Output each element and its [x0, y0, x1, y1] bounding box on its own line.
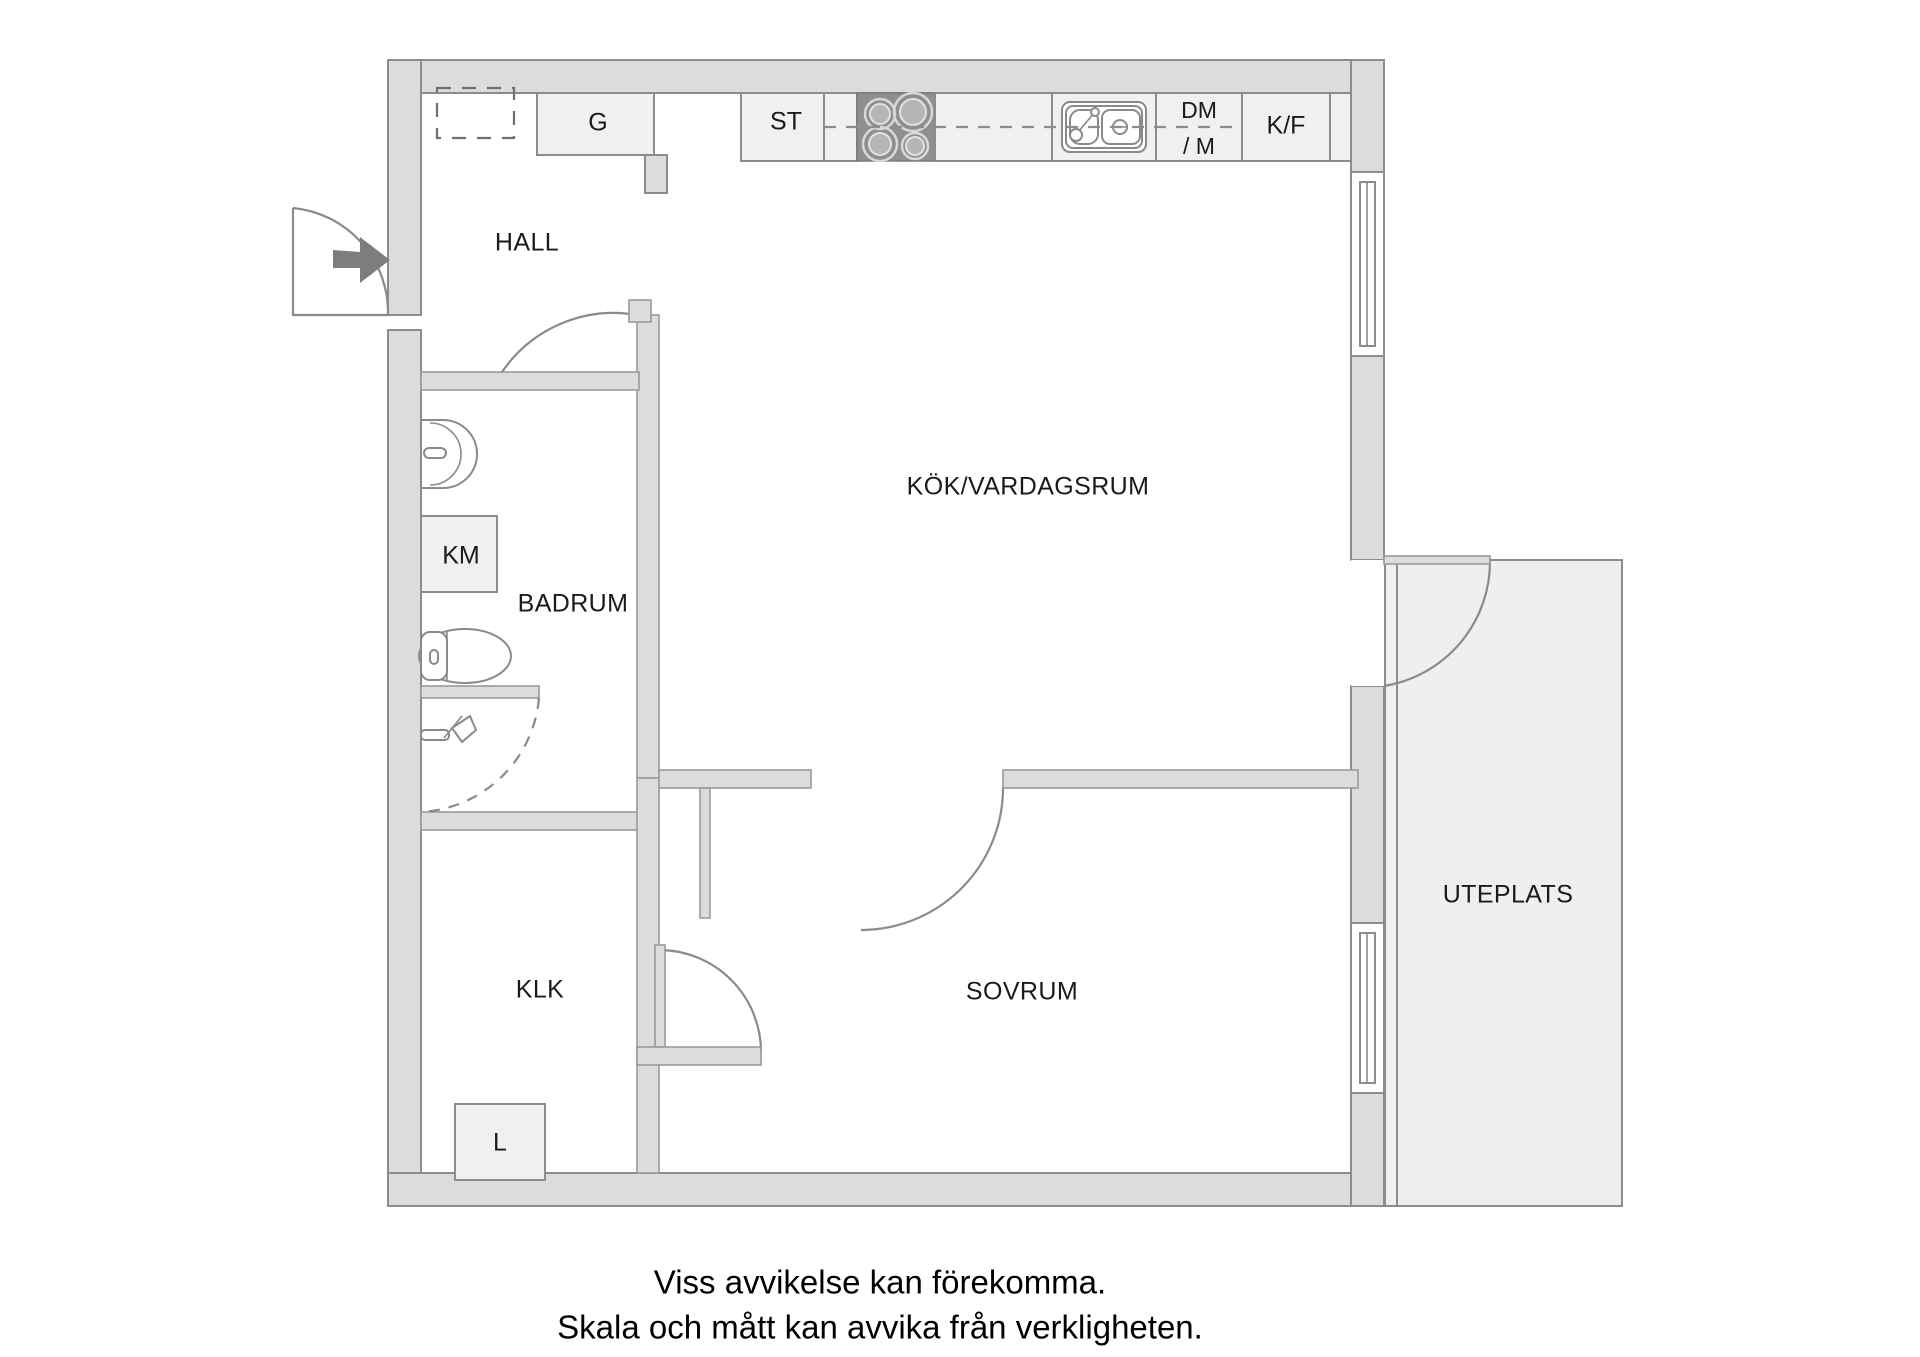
toilet-flush-button	[429, 649, 439, 665]
burner-rear-right	[892, 91, 934, 133]
wall-klk-bottom-stub	[636, 1046, 762, 1066]
burner-rear-right-inner	[899, 98, 927, 126]
door-klk[interactable]	[636, 944, 763, 1066]
bathroom-shower-partition	[420, 685, 540, 699]
wall-top	[387, 59, 1385, 94]
wall-bathroom-klk-divider	[420, 811, 640, 831]
basin-faucet	[423, 447, 447, 459]
klk-door-leaf	[654, 944, 666, 1048]
shower-door-swing-arc	[420, 697, 541, 814]
fixture-label-drying: L	[493, 1129, 507, 1157]
fixture-label-cleaning: ST	[770, 108, 802, 136]
patio-slab	[1384, 559, 1623, 1207]
bathroom-fixtures	[418, 419, 512, 744]
sink-icon	[1061, 101, 1147, 153]
patio-door-opening	[1351, 560, 1384, 686]
patio-door-swing-arc	[1383, 558, 1492, 688]
kitchen-counter-run	[536, 91, 1352, 194]
wall-bottom	[387, 1172, 1385, 1207]
hall-living-door-arc	[501, 311, 638, 373]
basin-rim	[429, 422, 462, 486]
wall-hall-stub	[644, 154, 668, 194]
burner-front-right-inner	[905, 136, 925, 156]
cabinet-cleaning-ST	[740, 92, 825, 162]
fixture-label-microwave: / M	[1183, 133, 1215, 159]
room-label-bedroom: SOVRUM	[966, 978, 1078, 1006]
bedroom-door-swing-arc	[860, 787, 1005, 932]
washbasin-icon	[420, 419, 478, 489]
fixture-label-dishwasher: DM	[1181, 97, 1217, 123]
fixture-label-washing-machine: KM	[442, 542, 480, 570]
patio-area	[1384, 559, 1623, 1207]
entry-arrow-icon	[333, 237, 390, 283]
burner-rear-left-inner	[869, 103, 891, 125]
cabinet-drying-L	[454, 1103, 546, 1181]
caption-line-1: Viss avvikelse kan förekomma.	[654, 1264, 1106, 1301]
appliance-washing-machine-KM	[420, 515, 498, 593]
interior-walls	[420, 314, 1359, 1174]
klk-door-swing-arc	[658, 948, 763, 1053]
counter-between-stove-sink	[934, 92, 1053, 162]
door-hall-living[interactable]	[501, 299, 652, 373]
shower-door[interactable]	[420, 697, 541, 814]
basin-bowl	[420, 419, 478, 489]
wall-left-upper	[387, 59, 422, 316]
wall-shower-top	[420, 685, 540, 699]
toilet-icon	[418, 628, 512, 684]
wall-bedroom-door-jamb	[699, 787, 711, 919]
shower-mixer-bar	[420, 729, 450, 741]
window-living-room	[1350, 171, 1385, 357]
fixture-label-wardrobe: G	[588, 109, 607, 137]
room-label-kitchen-living: KÖK/VARDAGSRUM	[907, 473, 1150, 501]
caption-line-2: Skala och mått kan avvika från verklighe…	[557, 1309, 1203, 1346]
room-label-bathroom: BADRUM	[518, 590, 629, 618]
room-label-hall: HALL	[495, 229, 559, 257]
patio-door[interactable]	[1351, 555, 1492, 688]
sink-faucet-base	[1069, 128, 1083, 142]
door-bedroom[interactable]	[860, 787, 1005, 932]
shower-head	[450, 714, 478, 744]
patio-door-leaf	[1383, 555, 1491, 565]
hall-living-door-jamb	[628, 299, 652, 323]
wall-bedroom-top-right	[1002, 769, 1359, 789]
wall-left-lower	[387, 329, 422, 1207]
entry-door[interactable]	[291, 206, 390, 317]
fixture-label-fridge-freezer: K/F	[1267, 112, 1306, 140]
room-label-klk: KLK	[516, 976, 564, 1004]
wall-bathroom-top	[420, 371, 640, 391]
hall-dashed-shelf	[435, 86, 516, 140]
window-bedroom	[1350, 922, 1385, 1094]
burner-front-left-inner	[868, 132, 892, 156]
wall-bedroom-top-left	[658, 769, 812, 789]
shower-icon	[420, 714, 478, 744]
wall-hall-bath-vertical	[636, 314, 660, 779]
cabinet-fridge-freezer	[1241, 92, 1331, 162]
entry-door-threshold	[291, 208, 388, 317]
burner-front-right	[900, 131, 930, 161]
counter-right-stub	[1329, 92, 1352, 162]
patio-edge-left	[1384, 559, 1398, 1207]
sink-faucet-head	[1090, 107, 1100, 117]
room-label-patio: UTEPLATS	[1443, 881, 1574, 909]
cabinet-wardrobe-G	[536, 92, 655, 156]
